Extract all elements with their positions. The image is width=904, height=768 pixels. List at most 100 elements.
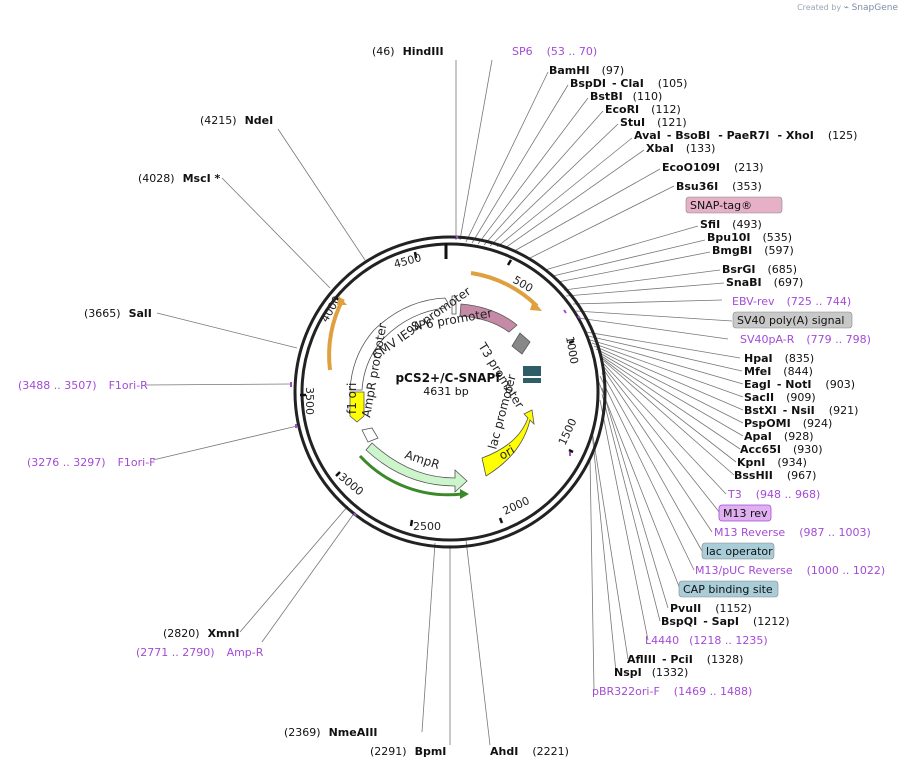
site-bstbi-pos: (110) bbox=[633, 90, 663, 103]
tick-2500: 2500 bbox=[413, 520, 441, 533]
site-hpai-pos: (835) bbox=[785, 352, 815, 365]
tick-3000: 3000 bbox=[336, 470, 366, 498]
site-bsshii: BssHII(967) bbox=[734, 469, 816, 482]
primer-sp6-range: (53 .. 70) bbox=[547, 45, 598, 58]
site-xmni: (2820)XmnI bbox=[163, 627, 239, 640]
site-ecori-name: EcoRI bbox=[605, 103, 639, 116]
site-sfii: SfiI(493) bbox=[700, 218, 762, 231]
site-apai-pos: (928) bbox=[784, 430, 814, 443]
backbone-inner bbox=[300, 242, 600, 542]
site-xhoi-name: - XhoI bbox=[777, 129, 813, 142]
site-bstbi-name: BstBI bbox=[590, 90, 623, 103]
primer-amp-r-range: (2771 .. 2790) bbox=[136, 646, 215, 659]
site-ndei: (4215)NdeI bbox=[200, 114, 273, 127]
site-avai-name: AvaI bbox=[634, 129, 661, 142]
site-bstxi-name: BstXI bbox=[744, 404, 777, 417]
site-clai-name: - ClaI bbox=[612, 77, 644, 90]
site-pvuii-pos: (1152) bbox=[715, 602, 752, 615]
site-ahdi-pos: (2221) bbox=[532, 745, 569, 758]
site-hindiii-name: HindIII bbox=[403, 45, 444, 58]
site-stui-pos: (121) bbox=[657, 116, 687, 129]
snap-tag-label: SNAP-tag® bbox=[690, 199, 752, 212]
site-bspdi-pos: (105) bbox=[658, 77, 688, 90]
primer-l4440: L4440(1218 .. 1235) bbox=[645, 634, 768, 647]
site-bsu36i-name: Bsu36I bbox=[676, 180, 718, 193]
primer-sp6-name: SP6 bbox=[512, 45, 533, 58]
site-acc65i-pos: (930) bbox=[793, 443, 823, 456]
site-hindiii-pos: (46) bbox=[372, 45, 395, 58]
orf-arc-rev bbox=[327, 298, 345, 371]
sv40-polya-box bbox=[511, 332, 531, 355]
tick-2000: 2000 bbox=[501, 494, 532, 518]
site-bsrgi: BsrGI(685) bbox=[722, 263, 797, 276]
tick-3500: 3500 bbox=[303, 387, 316, 415]
site-stui: StuI (121) bbox=[620, 116, 687, 129]
site-acc65i: Acc65I(930) bbox=[740, 443, 823, 456]
primer-f1ori-r: (3488 .. 3507)F1ori-R bbox=[18, 379, 148, 392]
site-eagi-pos: (903) bbox=[825, 378, 855, 391]
orf-arc-snap-head bbox=[530, 300, 542, 311]
site-apai: ApaI(928) bbox=[744, 430, 814, 443]
site-pspomi-name: PspOMI bbox=[744, 417, 791, 430]
site-sacii-pos: (909) bbox=[786, 391, 816, 404]
site-pspomi-pos: (924) bbox=[803, 417, 833, 430]
site-bspqi: BspQI- SapI(1212) bbox=[661, 615, 790, 628]
snapgene-logo: ⌁ bbox=[843, 3, 850, 13]
site-hpai-name: HpaI bbox=[744, 352, 773, 365]
ori-arrow bbox=[481, 409, 535, 477]
snap-tag-arrow bbox=[459, 303, 518, 333]
site-xbai-name: XbaI bbox=[646, 142, 674, 155]
site-sali-name: SalI bbox=[129, 307, 152, 320]
sv40-polya-label-box bbox=[732, 311, 853, 329]
site-kpni: KpnI(934) bbox=[737, 456, 807, 469]
site-nmeaiii-pos: (2369) bbox=[284, 726, 321, 739]
site-bspqi-pos: (1212) bbox=[753, 615, 790, 628]
primer-t3-name: T3 bbox=[727, 488, 742, 501]
site-ndei-name: NdeI bbox=[245, 114, 274, 127]
cap-site-box bbox=[523, 378, 541, 383]
site-avai: AvaI- BsoBI- PaeR7I- XhoI(125) bbox=[634, 129, 857, 142]
site-ahdi: AhdI(2221) bbox=[490, 745, 569, 758]
site-nspi-name: NspI bbox=[614, 666, 642, 679]
site-bmgbi-name: BmgBI bbox=[712, 244, 752, 257]
primer-m13-reverse-range: (987 .. 1003) bbox=[799, 526, 871, 539]
tick-1500: 1500 bbox=[556, 416, 580, 447]
site-xbai: XbaI(133) bbox=[646, 142, 715, 155]
site-bsu36i: Bsu36I(353) bbox=[676, 180, 762, 193]
site-bamhi: BamHI(97) bbox=[549, 64, 624, 77]
ampr-promoter-box bbox=[361, 427, 379, 443]
site-xmni-pos: (2820) bbox=[163, 627, 200, 640]
orf-arc-ampr-head bbox=[460, 489, 469, 499]
site-sfii-pos: (493) bbox=[732, 218, 762, 231]
site-nmeaiii-name: NmeAIII bbox=[329, 726, 378, 739]
site-bamhi-pos: (97) bbox=[602, 64, 625, 77]
f1-ori-label: f1 ori bbox=[345, 383, 359, 414]
primer-f1ori-f: (3276 .. 3297)F1ori-F bbox=[27, 456, 156, 469]
orf-arc-snap bbox=[470, 271, 539, 308]
sv40-polya-label: SV40 poly(A) signal bbox=[737, 314, 844, 327]
site-bsrgi-pos: (685) bbox=[767, 263, 797, 276]
site-stui-name: StuI bbox=[620, 116, 645, 129]
site-pvuii-name: PvuII bbox=[670, 602, 701, 615]
site-ecori: EcoRI(112) bbox=[605, 103, 681, 116]
site-bstxi-pos: (921) bbox=[829, 404, 859, 417]
site-nsii-name: - NsiI bbox=[783, 404, 815, 417]
primer-f1ori-r-name: F1ori-R bbox=[109, 379, 149, 392]
site-bspqi-name: BspQI bbox=[661, 615, 697, 628]
site-hindiii: (46) HindIII bbox=[372, 45, 444, 58]
primer-ebv-rev-name: EBV-rev bbox=[732, 295, 775, 308]
site-avai-pos: (125) bbox=[828, 129, 858, 142]
primer-f1ori-f-range: (3276 .. 3297) bbox=[27, 456, 106, 469]
site-hpai: HpaI (835) bbox=[744, 352, 814, 365]
site-mfei-pos: (844) bbox=[783, 365, 813, 378]
site-msci: (4028)MscI * bbox=[138, 172, 221, 185]
site-bmgbi: BmgBI(597) bbox=[712, 244, 794, 257]
site-eagi: EagI- NotI(903) bbox=[744, 378, 855, 391]
site-ecoo109i: EcoO109I(213) bbox=[662, 161, 764, 174]
primer-sv40par: SV40pA-R(779 .. 798) bbox=[740, 333, 871, 346]
site-bpmi: (2291)BpmI bbox=[370, 745, 446, 758]
site-msci-pos: (4028) bbox=[138, 172, 175, 185]
lac-operator-label-box bbox=[701, 542, 775, 560]
ring-primer-marks bbox=[290, 235, 581, 517]
site-bpmi-name: BpmI bbox=[415, 745, 447, 758]
